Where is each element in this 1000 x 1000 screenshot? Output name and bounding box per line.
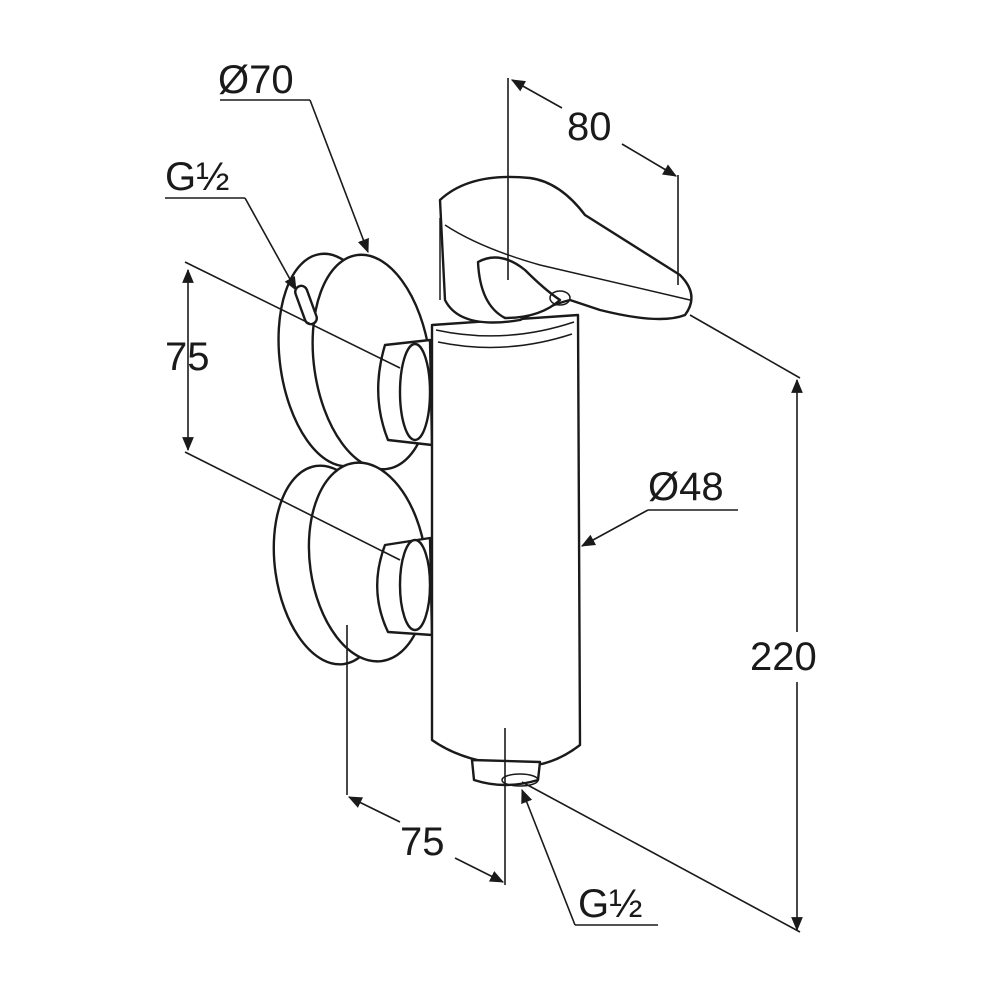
outlet-nipple bbox=[470, 758, 542, 787]
dim-wall-projection: 75 bbox=[346, 625, 506, 885]
dim-outlet-thread: G½ bbox=[521, 788, 658, 926]
label-overall-height: 220 bbox=[750, 635, 817, 679]
lever-handle bbox=[438, 175, 693, 324]
label-body-diameter: Ø48 bbox=[648, 465, 724, 509]
dim-inlet-spacing: 75 bbox=[165, 261, 401, 561]
label-inlet-spacing: 75 bbox=[165, 335, 210, 379]
label-lever-reach: 80 bbox=[567, 105, 612, 149]
dim-inlet-thread: G½ bbox=[165, 155, 297, 292]
label-flange-diameter: Ø70 bbox=[218, 58, 294, 102]
dim-lever-reach: 80 bbox=[507, 78, 679, 285]
lower-inlet-pipe bbox=[376, 536, 434, 637]
dim-flange-diameter: Ø70 bbox=[218, 58, 369, 254]
dim-overall-height: 220 bbox=[521, 314, 838, 933]
label-inlet-thread: G½ bbox=[165, 155, 229, 199]
label-outlet-thread: G½ bbox=[578, 882, 642, 926]
mixer-body bbox=[430, 313, 582, 768]
upper-inlet-pipe bbox=[377, 338, 434, 447]
label-wall-projection: 75 bbox=[400, 820, 445, 864]
dim-body-diameter: Ø48 bbox=[580, 465, 738, 547]
